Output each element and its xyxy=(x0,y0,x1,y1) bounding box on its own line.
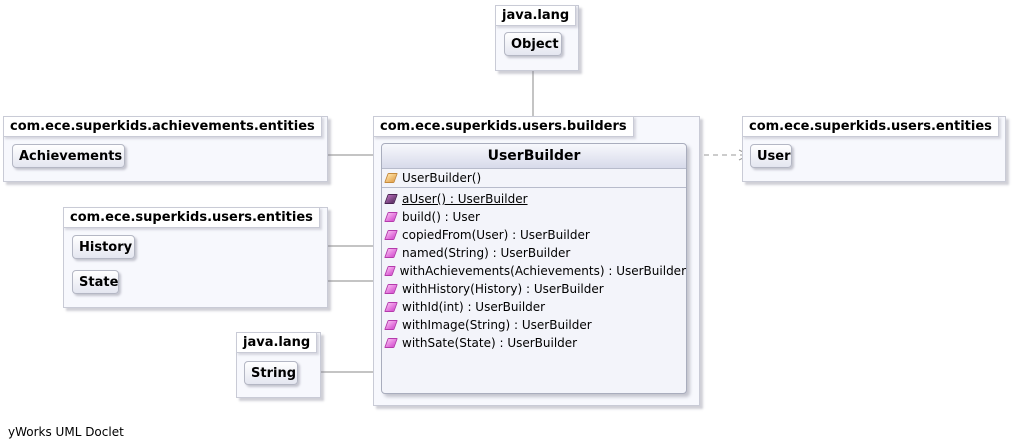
package-label: java.lang xyxy=(236,332,318,353)
method-label: named(String) : UserBuilder xyxy=(402,246,571,260)
method-row: withHistory(History) : UserBuilder xyxy=(382,280,686,298)
constructor-row: UserBuilder() xyxy=(382,169,686,188)
footer-credit: yWorks UML Doclet xyxy=(8,425,124,439)
package-label: com.ece.superkids.users.builders xyxy=(373,116,634,137)
method-icon xyxy=(384,302,398,312)
method-icon xyxy=(384,284,398,294)
method-icon xyxy=(384,266,396,276)
class-userbuilder-title: UserBuilder xyxy=(382,144,686,169)
method-label: aUser() : UserBuilder xyxy=(402,192,528,206)
method-label: withId(int) : UserBuilder xyxy=(402,300,546,314)
class-state[interactable]: State xyxy=(72,270,119,294)
class-object[interactable]: Object xyxy=(504,32,562,56)
method-label: withAchievements(Achievements) : UserBui… xyxy=(399,264,686,278)
method-row: copiedFrom(User) : UserBuilder xyxy=(382,226,686,244)
package-label: java.lang xyxy=(495,5,577,26)
method-icon xyxy=(384,230,398,240)
package-users-entities-left: com.ece.superkids.users.entities History… xyxy=(63,207,328,308)
method-label: withImage(String) : UserBuilder xyxy=(402,318,592,332)
package-label: com.ece.superkids.achievements.entities xyxy=(3,116,322,137)
method-label: copiedFrom(User) : UserBuilder xyxy=(402,228,590,242)
package-achievements-entities: com.ece.superkids.achievements.entities … xyxy=(3,116,328,182)
package-label: com.ece.superkids.users.entities xyxy=(742,116,999,137)
method-row: aUser() : UserBuilder xyxy=(382,190,686,208)
method-icon xyxy=(384,212,398,222)
method-label: build() : User xyxy=(402,210,480,224)
method-label: withHistory(History) : UserBuilder xyxy=(402,282,604,296)
method-icon xyxy=(384,320,398,330)
method-icon xyxy=(384,248,398,258)
method-label: withSate(State) : UserBuilder xyxy=(402,336,578,350)
class-achievements[interactable]: Achievements xyxy=(12,144,125,168)
method-row: build() : User xyxy=(382,208,686,226)
method-row: named(String) : UserBuilder xyxy=(382,244,686,262)
package-users-entities-right: com.ece.superkids.users.entities User xyxy=(742,116,1006,182)
method-icon xyxy=(384,338,398,348)
method-row: withImage(String) : UserBuilder xyxy=(382,316,686,334)
class-userbuilder[interactable]: UserBuilder UserBuilder() aUser() : User… xyxy=(381,143,687,394)
method-row: withId(int) : UserBuilder xyxy=(382,298,686,316)
package-java-lang-bottom: java.lang String xyxy=(236,332,321,398)
class-string[interactable]: String xyxy=(244,361,298,385)
static-method-icon xyxy=(384,194,398,204)
constructor-icon xyxy=(384,173,398,183)
method-row: withAchievements(Achievements) : UserBui… xyxy=(382,262,686,280)
constructor-label: UserBuilder() xyxy=(402,171,482,185)
package-java-lang-top: java.lang Object xyxy=(495,5,579,71)
method-row: withSate(State) : UserBuilder xyxy=(382,334,686,352)
package-label: com.ece.superkids.users.entities xyxy=(63,207,320,228)
class-user[interactable]: User xyxy=(750,144,792,168)
class-history[interactable]: History xyxy=(72,235,135,259)
